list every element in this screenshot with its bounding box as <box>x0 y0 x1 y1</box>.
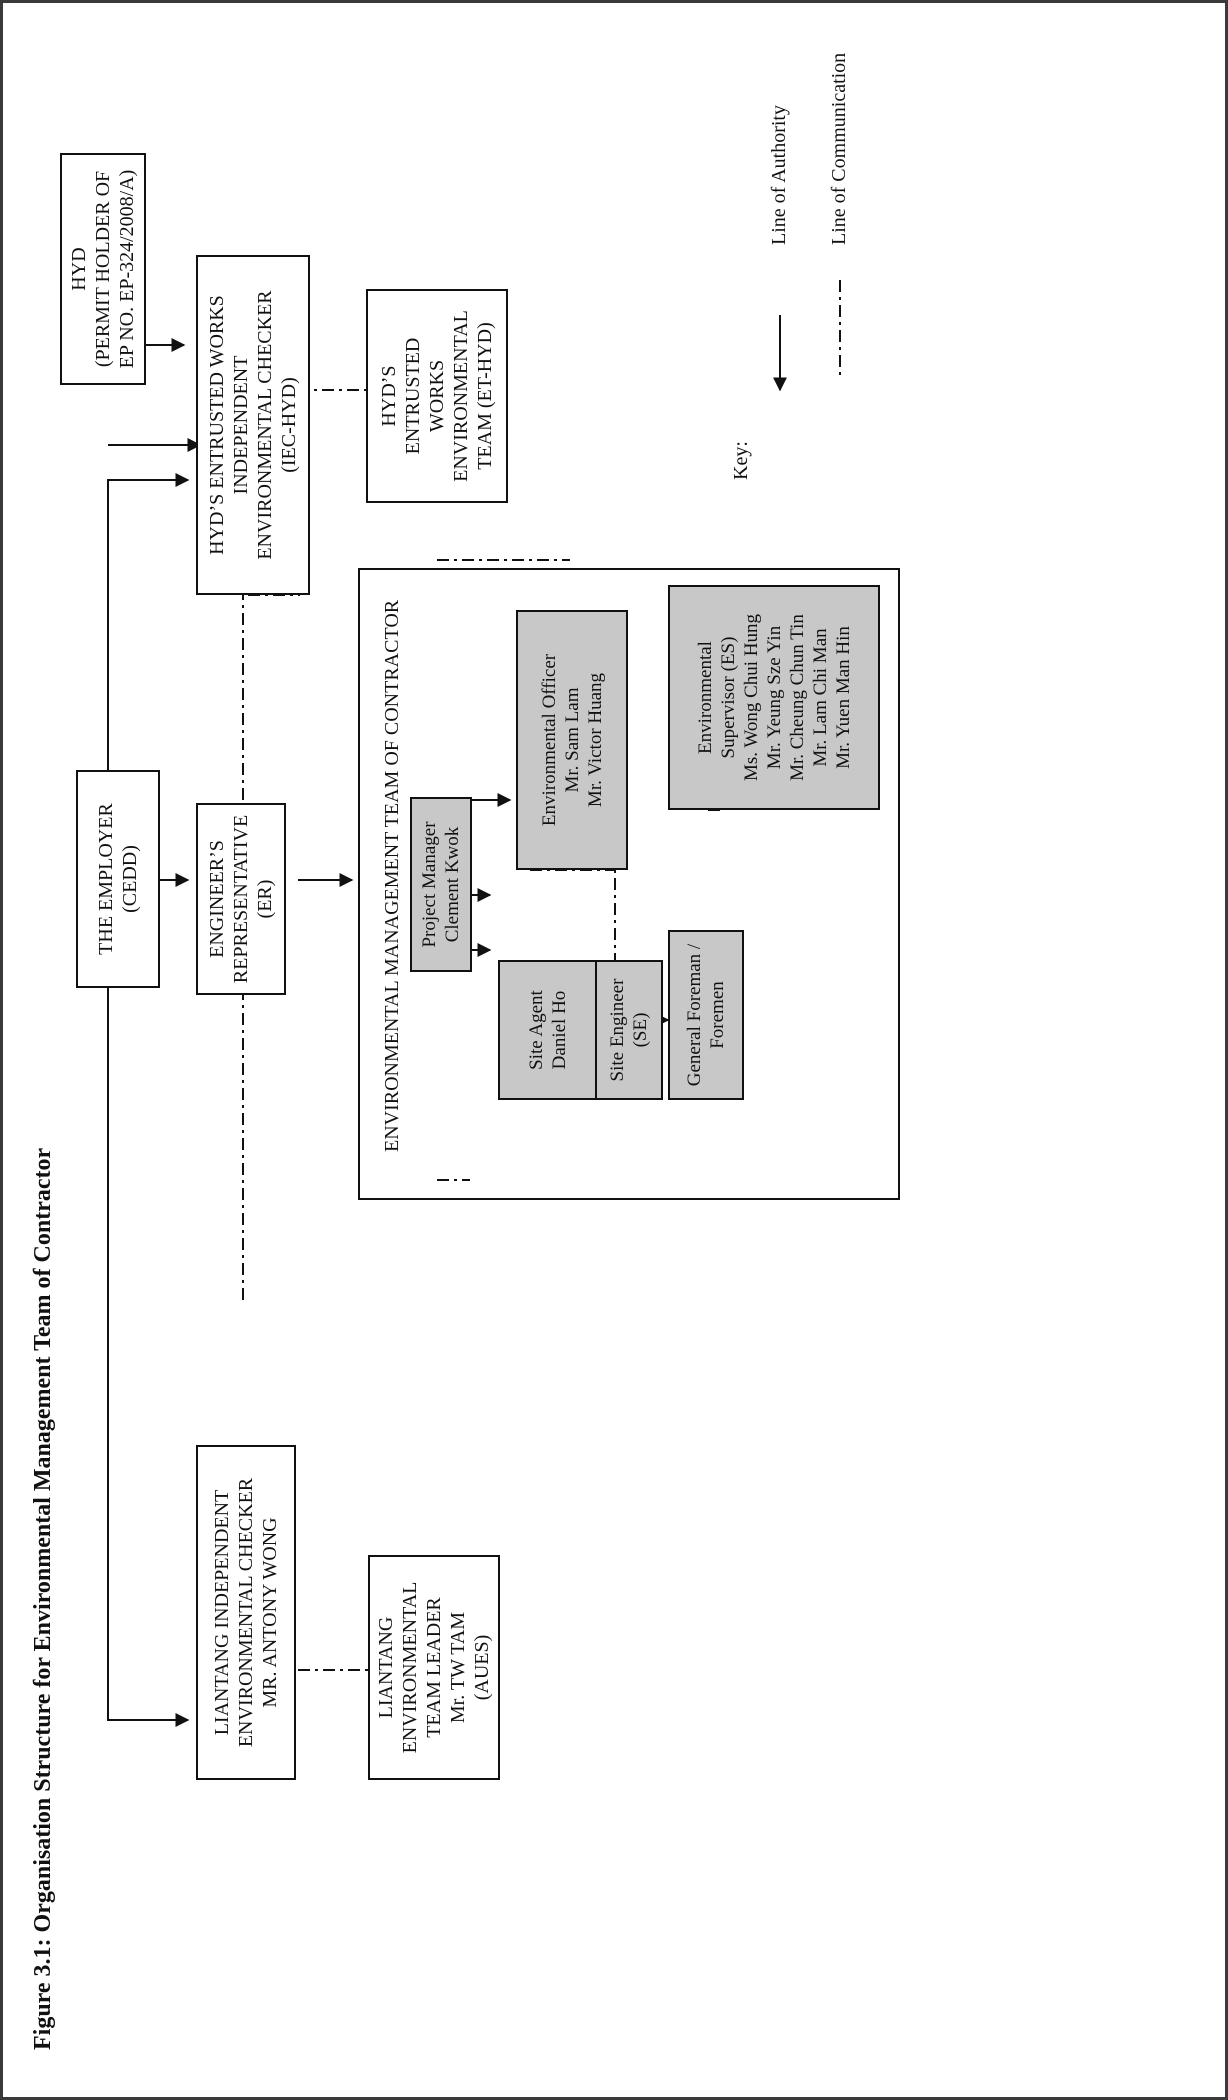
box-site-engineer-label: Site Engineer (SE) <box>607 978 651 1082</box>
box-project-manager-label: Project Manager Clement Kwok <box>419 821 463 948</box>
box-project-manager: Project Manager Clement Kwok <box>410 797 472 972</box>
box-liantang-et-label: LIANTANG ENVIRONMENTAL TEAM LEADER Mr. T… <box>375 1581 493 1754</box>
box-environmental-officer: Environmental Officer Mr. Sam Lam Mr. Vi… <box>516 610 628 870</box>
box-iec-hyd-label: HYD’S ENTRUSTED WORKS INDEPENDENT ENVIRO… <box>206 290 300 560</box>
key-authority-label: Line of Authority <box>768 105 790 245</box>
box-environmental-supervisor: Environmental Supervisor (ES) Ms. Wong C… <box>668 585 880 810</box>
box-et-hyd-label: HYD’S ENTRUSTED WORKS ENVIRONMENTAL TEAM… <box>378 310 496 482</box>
box-site-engineer: Site Engineer (SE) <box>595 960 663 1100</box>
box-employer-label: THE EMPLOYER (CEDD) <box>95 803 141 955</box>
box-hyd: HYD (PERMIT HOLDER OF EP NO. EP-324/2008… <box>60 153 146 385</box>
box-liantang-iec: LIANTANG INDEPENDENT ENVIRONMENTAL CHECK… <box>196 1445 296 1780</box>
box-general-foreman: General Foreman / Foremen <box>668 930 744 1100</box>
box-er: ENGINEER’S REPRESENTATIVE (ER) <box>196 803 286 995</box>
key-communication-label: Line of Communication <box>828 52 850 245</box>
box-environmental-officer-label: Environmental Officer Mr. Sam Lam Mr. Vi… <box>538 653 606 827</box>
box-hyd-label: HYD (PERMIT HOLDER OF EP NO. EP-324/2008… <box>68 169 138 369</box>
box-iec-hyd: HYD’S ENTRUSTED WORKS INDEPENDENT ENVIRO… <box>196 255 310 595</box>
box-general-foreman-label: General Foreman / Foremen <box>684 943 728 1087</box>
box-site-agent-label: Site Agent Daniel Ho <box>526 990 570 1070</box>
box-liantang-et: LIANTANG ENVIRONMENTAL TEAM LEADER Mr. T… <box>368 1555 500 1780</box>
box-et-hyd: HYD’S ENTRUSTED WORKS ENVIRONMENTAL TEAM… <box>366 289 508 503</box>
box-er-label: ENGINEER’S REPRESENTATIVE (ER) <box>206 814 276 984</box>
box-employer: THE EMPLOYER (CEDD) <box>76 770 160 988</box>
box-environmental-supervisor-label: Environmental Supervisor (ES) Ms. Wong C… <box>694 613 854 782</box>
box-liantang-iec-label: LIANTANG INDEPENDENT ENVIRONMENTAL CHECK… <box>211 1477 281 1748</box>
contractor-team-title: ENVIRONMENTAL MANAGEMENT TEAM OF CONTRAC… <box>381 599 403 1152</box>
box-site-agent: Site Agent Daniel Ho <box>498 960 598 1100</box>
key-label: Key: <box>730 441 752 480</box>
authority-employer-to-liantang <box>107 879 190 1727</box>
